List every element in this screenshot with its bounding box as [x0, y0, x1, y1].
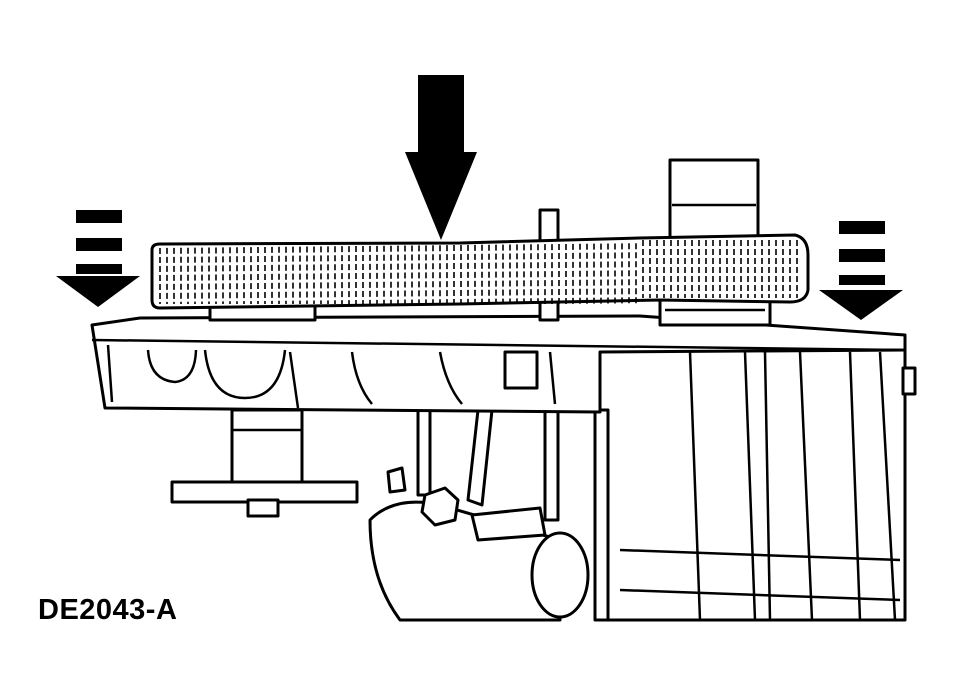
left-shaft-flange: [170, 408, 359, 518]
drive-chain: [150, 233, 810, 310]
arrow-down-large-icon: [405, 75, 477, 240]
motor-cylinder: [368, 466, 590, 622]
arrow-down-dashed-icon: [819, 221, 903, 320]
upper-shaft: [668, 158, 760, 242]
lower-case: [598, 348, 917, 622]
figure-id-label: DE2043-A: [38, 594, 178, 626]
arrow-down-dashed-icon: [56, 210, 140, 307]
